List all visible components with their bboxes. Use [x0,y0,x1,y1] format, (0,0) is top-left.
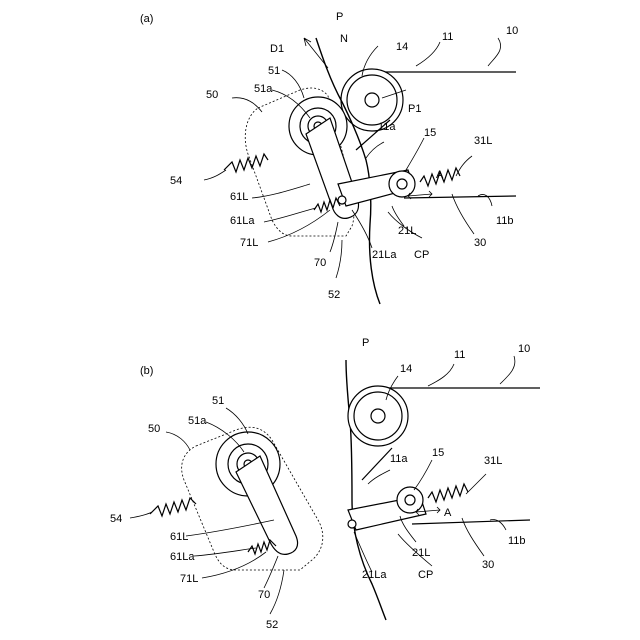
label-31l-a: 31L [474,135,492,147]
spring-54-b [150,498,196,516]
label-61l-a: 61L [230,191,248,203]
label-51a-a: 51a [254,83,273,95]
label-11b-a: 11b [496,215,514,227]
label-50-b: 50 [148,423,160,435]
label-52-a: 52 [328,289,340,301]
label-10-a: 10 [506,25,518,37]
label-p-a: P [336,11,343,23]
label-21l-a: 21L [398,225,416,237]
label-70-b: 70 [258,589,270,601]
label-54-a: 54 [170,175,182,187]
spring-31l-b [428,484,468,502]
pin-21la [338,196,346,204]
label-cp-a: CP [414,249,429,261]
label-a-a: A [436,169,444,181]
label-10-b: 10 [518,343,530,355]
label-71l-b: 71L [180,573,198,585]
label-n: N [340,33,348,45]
guide-11a-b [362,448,392,480]
label-51-a: 51 [268,65,280,77]
label-11-a: 11 [442,31,453,43]
label-61l-b: 61L [170,531,188,543]
label-p-b: P [362,337,369,349]
guide-11b-b [412,520,530,524]
label-51a-b: 51a [188,415,207,427]
roller-14-b [348,386,408,446]
label-30-b: 30 [482,559,494,571]
panel-a: (a) [140,11,518,304]
label-11b-b: 11b [508,535,526,547]
label-52-b: 52 [266,619,278,631]
label-61la-b: 61La [170,551,195,563]
label-15-b: 15 [432,447,444,459]
roller-15-b [397,487,423,513]
label-15-a: 15 [424,127,436,139]
label-51-b: 51 [212,395,224,407]
label-54-b: 54 [110,513,122,525]
label-a-b: A [444,507,452,519]
label-14-a: 14 [396,41,408,53]
arm-61l-b [236,456,298,554]
label-71l-a: 71L [240,237,258,249]
label-21la-b: 21La [362,569,387,581]
label-11a-a: 11a [378,121,396,133]
spring-71l-b [248,540,276,554]
label-50-a: 50 [206,89,218,101]
spring-54 [224,154,268,172]
pin-21la-b [348,520,356,528]
label-21la-a: 21La [372,249,397,261]
label-p1: P1 [408,103,421,115]
label-d1: D1 [270,43,284,55]
roller-15 [389,171,415,197]
direction-arrow-d1 [304,38,328,68]
panel-a-caption: (a) [140,13,153,25]
label-21l-b: 21L [412,547,430,559]
label-70-a: 70 [314,257,326,269]
label-61la-a: 61La [230,215,255,227]
label-11-b: 11 [454,349,465,361]
panel-b: (b) [110,337,540,631]
label-cp-b: CP [418,569,433,581]
label-11a-b: 11a [390,453,408,465]
guide-11b [404,196,516,198]
label-30-a: 30 [474,237,486,249]
label-31l-b: 31L [484,455,502,467]
label-14-b: 14 [400,363,412,375]
panel-b-caption: (b) [140,365,153,377]
